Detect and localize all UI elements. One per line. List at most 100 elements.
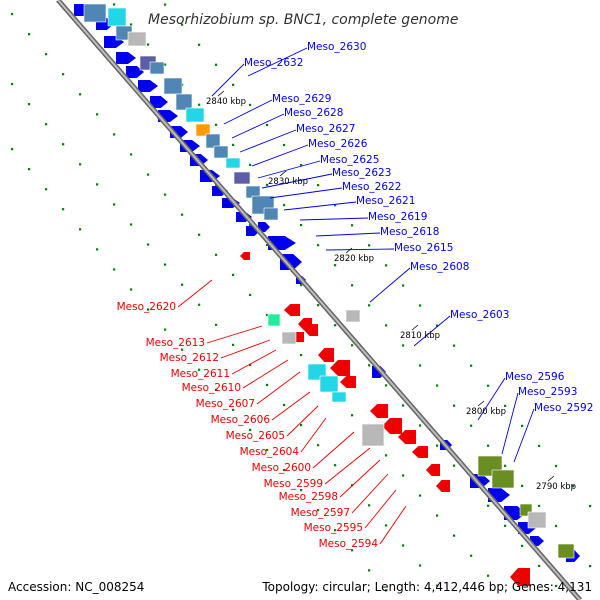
feature-box-26 (491, 469, 515, 489)
kbp-label-2: 2830 kbp (268, 177, 308, 187)
tick-dot (283, 143, 286, 147)
leader-forward-3 (223, 99, 273, 125)
tick-dot (317, 304, 320, 307)
tick-dot (351, 549, 354, 552)
forward-label-10: Meso_2621 (356, 195, 415, 207)
reverse-label-7: Meso_2606 (211, 414, 271, 426)
kbp-label-3: 2820 kbp (334, 254, 374, 264)
reverse-label-15: Meso_2594 (319, 538, 379, 550)
tick-dot (385, 324, 388, 327)
tick-dot (198, 368, 201, 371)
tick-dot (28, 103, 31, 106)
leader-forward-17 (501, 392, 519, 455)
tick-dot (385, 524, 388, 527)
leader-reverse-5 (242, 359, 289, 389)
reverse-label-10: Meso_2600 (252, 462, 311, 474)
reverse-gene-15 (510, 568, 530, 586)
tick-dot (62, 143, 65, 146)
forward-label-4: Meso_2628 (284, 107, 343, 119)
feature-box-29 (557, 543, 575, 559)
tick-dot (589, 505, 592, 508)
tick-dot (232, 273, 235, 276)
reverse-label-5: Meso_2610 (182, 382, 241, 394)
tick-dot (249, 363, 252, 367)
tick-dot (300, 424, 303, 427)
tick-dot (351, 224, 354, 227)
tick-dot (62, 208, 65, 211)
leader-reverse-7 (271, 391, 311, 421)
tick-dot (402, 344, 405, 347)
reverse-gene-9 (370, 404, 388, 418)
reverse-label-11: Meso_2599 (264, 478, 323, 490)
feature-box-7 (163, 77, 183, 95)
tick-dot (266, 313, 269, 317)
feature-box-9 (185, 107, 205, 123)
tick-dot (419, 494, 422, 497)
tick-dot (96, 183, 99, 186)
tick-dot (232, 143, 235, 146)
forward-gene-6 (138, 80, 158, 92)
forward-label-6: Meso_2626 (308, 138, 368, 150)
tick-dot (283, 468, 286, 472)
leader-forward-13 (325, 248, 395, 251)
feature-box-17 (263, 207, 279, 221)
tick-dot (164, 263, 167, 266)
tick-dot (249, 163, 252, 167)
tick-dot (555, 584, 558, 588)
tick-dot (555, 524, 558, 528)
feature-box-10 (195, 123, 211, 137)
leader-forward-11 (299, 217, 369, 221)
tick-dot (368, 304, 371, 307)
leader-forward-5 (239, 129, 297, 153)
tick-dot (181, 213, 184, 216)
tick-dot (45, 188, 48, 191)
forward-label-5: Meso_2627 (296, 123, 355, 135)
tick-dot (436, 384, 439, 387)
tick-dot (487, 574, 490, 577)
feature-box-14 (233, 171, 251, 185)
tick-dot (232, 83, 235, 86)
tick-dot (436, 584, 439, 587)
tick-dot (572, 484, 575, 488)
tick-dot (589, 565, 592, 568)
tick-dots (11, 3, 592, 592)
tick-dot (470, 364, 473, 367)
reverse-gene-12 (412, 446, 428, 458)
tick-dot (147, 43, 150, 46)
feature-box-23 (331, 391, 347, 403)
reverse-gene-13 (426, 464, 440, 476)
forward-label-15: Meso_2603 (450, 309, 509, 321)
tick-dot (96, 113, 99, 116)
tick-dot (504, 404, 507, 407)
leader-forward-4 (231, 113, 285, 139)
tick-dot (317, 444, 320, 447)
leader-forward-8 (261, 173, 333, 189)
tick-dot (300, 164, 303, 167)
tick-dot (79, 228, 82, 231)
leader-reverse-13 (351, 473, 389, 514)
tick-dot (198, 43, 201, 46)
tick-dot (181, 283, 184, 286)
tick-dot (215, 253, 218, 256)
tick-dot (334, 324, 337, 327)
tick-dot (130, 223, 133, 226)
leader-forward-7 (257, 160, 321, 179)
tick-dot (266, 448, 269, 452)
forward-gene-17 (258, 222, 270, 232)
forward-label-8: Meso_2623 (332, 167, 391, 179)
reverse-label-2: Meso_2613 (146, 337, 205, 349)
tick-dot (419, 564, 422, 567)
forward-label-17: Meso_2593 (518, 386, 577, 398)
tick-dot (215, 323, 218, 326)
forward-label-7: Meso_2625 (320, 154, 379, 166)
tick-dot (521, 424, 524, 427)
tick-dot (317, 184, 320, 187)
kbp-label-4: 2810 kbp (400, 331, 440, 341)
tick-dot (351, 344, 354, 347)
leader-reverse-15 (379, 505, 407, 545)
reverse-gene-5 (304, 324, 318, 336)
accession-text: Accession: NC_008254 (8, 580, 145, 594)
tick-dot (198, 233, 201, 236)
reverse-label-4: Meso_2611 (171, 368, 230, 380)
